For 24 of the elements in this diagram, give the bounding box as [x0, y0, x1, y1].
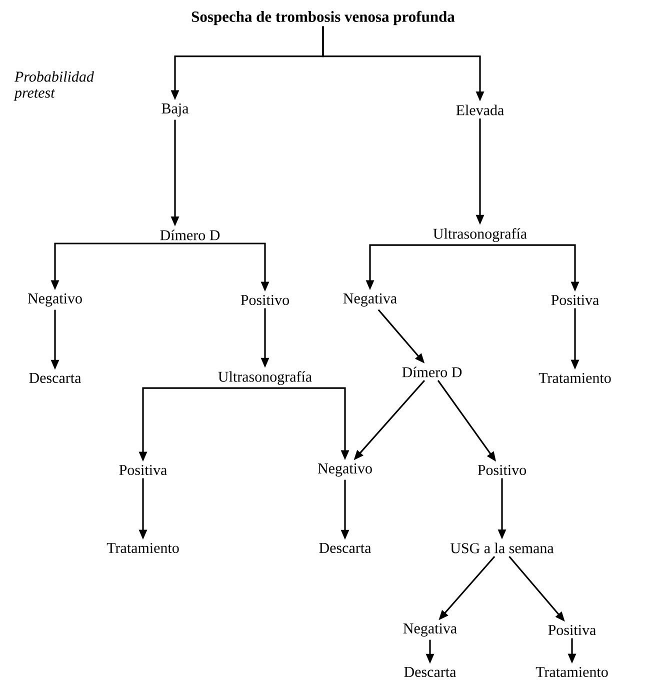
- node-text: Descarta: [319, 543, 372, 553]
- node-text: Dímero D: [402, 366, 462, 378]
- node-text: Descarta: [29, 373, 82, 383]
- note: Probabilidad pretest: [14, 71, 94, 101]
- node-text: Elevada: [456, 104, 504, 116]
- node-text: Positivo: [240, 294, 290, 306]
- node-text: Positivo: [478, 464, 526, 476]
- node-text: Positiva: [551, 294, 599, 306]
- node-text: Ultrasonografía: [218, 371, 312, 385]
- node-text: Ultrasonografía: [433, 228, 527, 242]
- node-text: Negativo: [318, 463, 372, 477]
- node-text: Negativa: [343, 293, 397, 307]
- title: Sospecha de trombosis venosa profunda: [192, 10, 455, 26]
- node-text: Negativa: [403, 623, 457, 637]
- node-text: USG a la semana: [450, 542, 554, 554]
- node-text: Positiva: [548, 624, 596, 636]
- node-text: Positiva: [119, 464, 167, 476]
- node-text: Tratamiento: [538, 372, 611, 384]
- node-text: Negativo: [28, 293, 82, 307]
- node-text: Tratamiento: [536, 666, 608, 678]
- node-text: Dímero D: [160, 230, 220, 240]
- node-text: Tratamiento: [106, 542, 179, 554]
- node-text: Descarta: [404, 667, 456, 677]
- node-text: Baja: [162, 103, 189, 117]
